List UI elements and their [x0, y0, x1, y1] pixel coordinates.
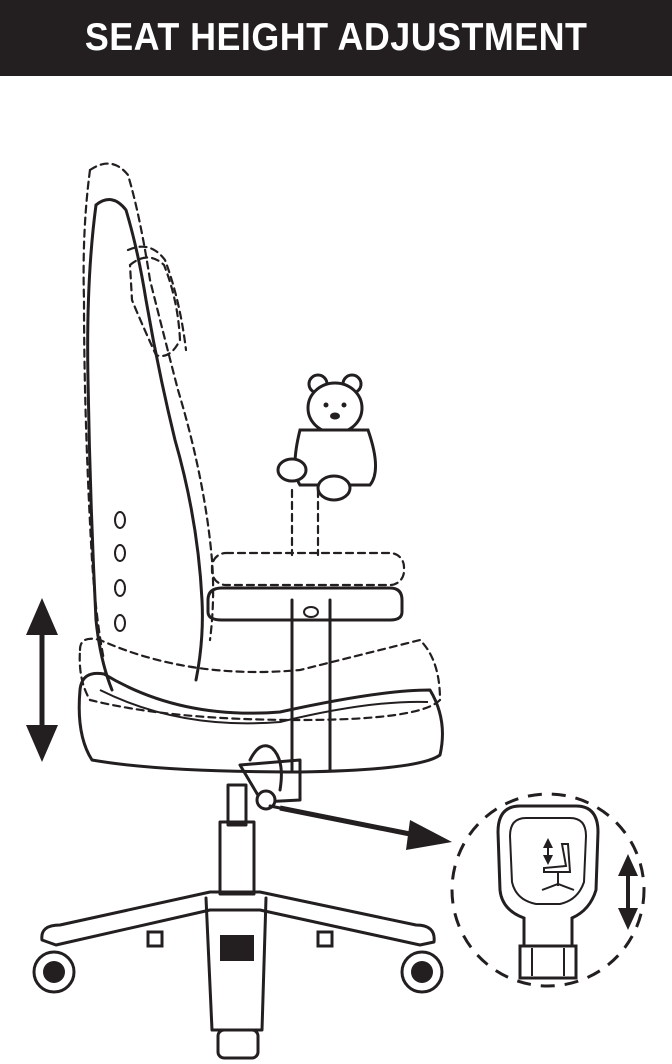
pointer-arrow-icon — [279, 805, 452, 850]
title-bar: SEAT HEIGHT ADJUSTMENT — [0, 0, 672, 76]
star-base — [40, 890, 436, 1032]
chair-icon — [541, 838, 575, 891]
chair-diagram — [26, 162, 646, 1060]
armrest — [206, 586, 404, 772]
up-down-arrow-icon — [26, 598, 58, 762]
casters — [32, 950, 444, 1060]
bear-icon — [276, 373, 377, 502]
seat-raised-outline — [78, 637, 442, 722]
gas-cylinder — [218, 783, 256, 896]
seat-cushion — [77, 671, 444, 774]
up-down-arrow-icon — [618, 854, 638, 930]
armrest-post — [210, 488, 406, 587]
backrest-raised-outline — [82, 162, 215, 662]
lever-detail-callout — [450, 792, 646, 988]
backrest — [86, 198, 204, 692]
tilt-mechanism — [238, 744, 302, 814]
page-title: SEAT HEIGHT ADJUSTMENT — [84, 16, 588, 59]
